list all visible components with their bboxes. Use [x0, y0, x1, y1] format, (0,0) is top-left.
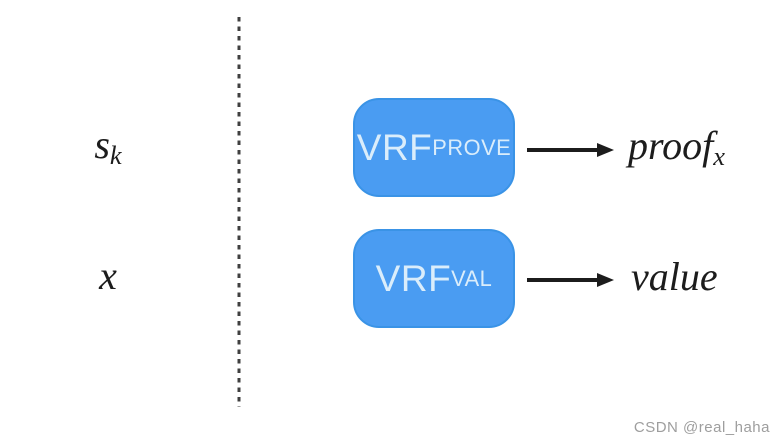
vrf-prove-box-label: VRF — [356, 126, 433, 168]
input-x-base: x — [99, 253, 117, 298]
output-proof-subscript: x — [713, 140, 725, 171]
arrow-right-icon — [527, 273, 614, 287]
input-sk-base: s — [94, 122, 110, 167]
input-label-x: x — [60, 254, 156, 298]
input-label-sk: sk — [60, 122, 156, 170]
csdn-watermark: CSDN @real_haha — [633, 419, 770, 436]
vrf-prove-box-sublabel: PROVE — [432, 134, 512, 160]
output-value-base: value — [631, 254, 718, 299]
arrow-right-icon — [527, 143, 614, 157]
input-sk-subscript: k — [109, 139, 122, 170]
dashed-separator-line — [237, 17, 241, 407]
vrf-val-box-label: VRF — [375, 257, 452, 299]
output-proof-base: proof — [628, 123, 714, 168]
vrf-val-box-sublabel: VAL — [451, 265, 493, 291]
output-label-value: value — [631, 255, 718, 299]
output-label-proof: proofx — [628, 123, 725, 171]
